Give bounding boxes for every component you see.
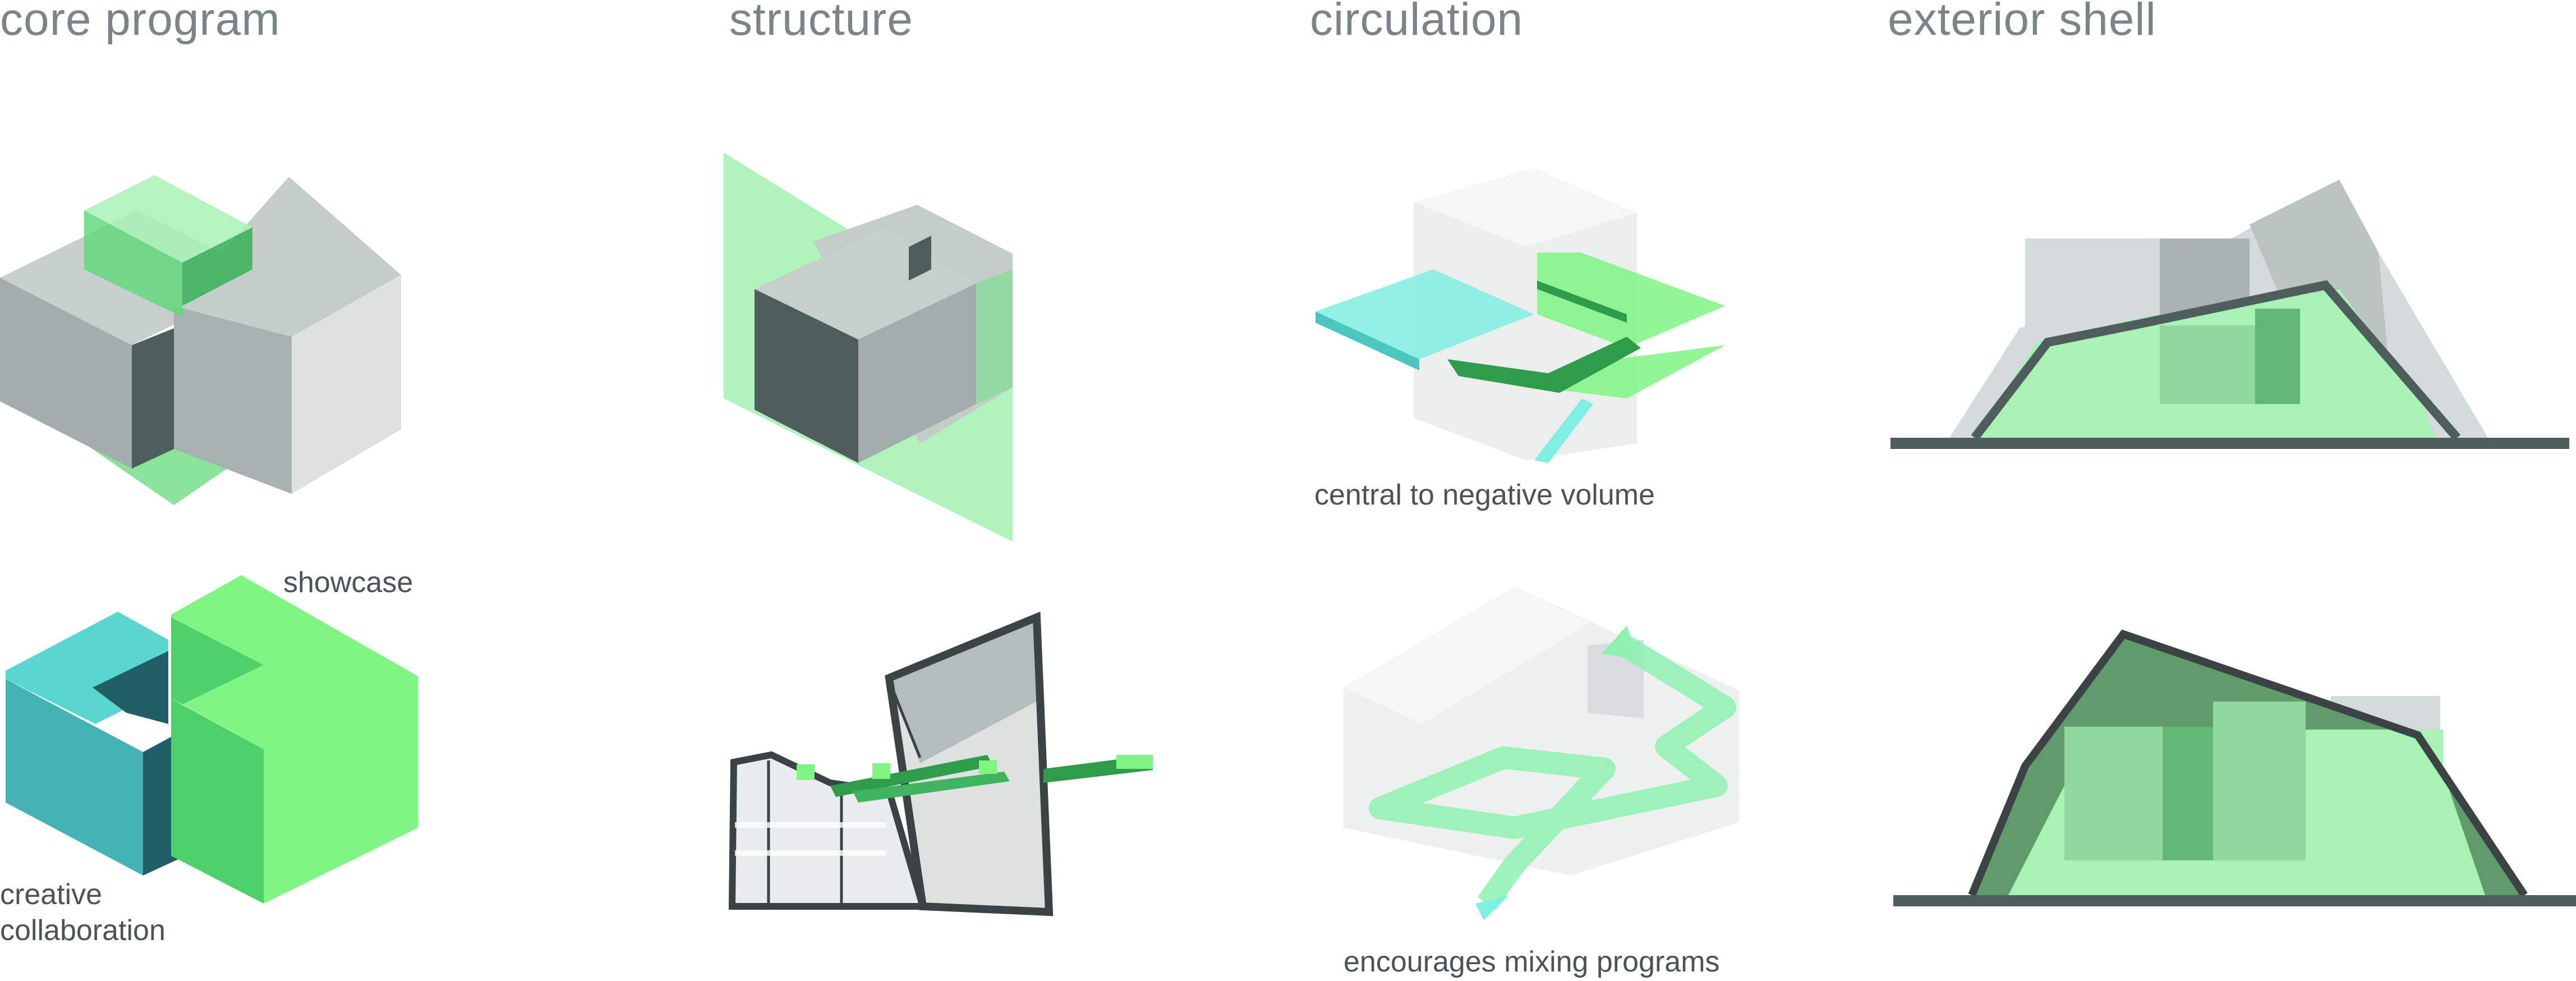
teal-block-side [143,732,180,875]
structure-massing [724,153,1013,542]
ground-line-top [1890,438,2569,449]
ground-line-bottom [1893,895,2576,906]
shell-outline [1968,629,2528,897]
cantilever-beam-1 [830,755,993,797]
front-block-dark-face [755,289,858,463]
tall-frame-roof-face [889,617,1037,763]
teal-circulation-slab [1315,269,1534,359]
path-arrow-up [1602,626,1638,659]
label-collaboration: collaboration [0,914,165,947]
exterior-shell-section [1890,180,2569,449]
beam-end-3 [872,763,890,779]
interior-block-d [2306,730,2443,860]
mixing-path [1369,630,1736,910]
core-program-zones [6,575,418,904]
heading-exterior-shell: exterior shell [1888,0,2156,45]
heading-core-program: core program [0,0,280,45]
beam-end-4 [979,760,997,774]
exterior-shell-mass [1893,629,2576,906]
green-block-top [171,575,418,749]
front-block-side-face [858,283,976,463]
interior-block-c [2213,702,2306,860]
circulation-mixing [1344,586,1739,920]
green-block-inner [171,617,264,704]
path-arrow-down [1475,895,1509,920]
green-ramp-path [1447,337,1641,393]
green-volume-left [84,210,182,317]
interior-volume-2 [2255,309,2300,404]
teal-block-notch [93,651,168,724]
green-stair-upper [1537,253,1725,348]
plane-overlap [976,269,1013,404]
circulation-central [1315,168,1725,463]
right-block-top [174,177,401,337]
left-block-left-face [0,278,132,469]
right-block-right-face [292,275,401,494]
teal-slab-edge [1315,311,1419,370]
block-opening [909,236,931,281]
green-stair-lower [1537,345,1725,398]
teal-block-left-face [6,679,143,875]
interior-block-a [2064,727,2163,860]
ghost-volume-top [1414,168,1637,247]
teal-drop-path [1534,398,1593,463]
label-encourages-mixing: encourages mixing programs [1344,946,1720,978]
green-volume-right [182,227,252,306]
left-block-shadow-face [132,328,174,469]
label-showcase: showcase [283,566,413,599]
label-central-negative-volume: central to negative volume [1314,479,1655,511]
label-creative: creative [0,878,103,911]
tall-frame-outline [885,611,1054,916]
brace-line [890,687,922,758]
interior-volume-1 [2160,326,2255,404]
beam-end-1 [1116,755,1153,769]
green-volume-top [84,175,252,263]
green-stair-line [1537,281,1627,323]
cantilever-beam-2 [853,772,1010,803]
ghost-volume-2-top [1344,586,1590,724]
shell-section-line [1971,280,2461,441]
heading-structure: structure [729,0,913,45]
beam-end-2 [797,764,815,780]
core-program-massing [0,175,401,505]
right-block-left-face [174,306,292,494]
green-block-right-face [264,676,418,904]
heading-circulation: circulation [1310,0,1524,45]
structure-frame [728,611,1153,916]
interior-block-b [2163,727,2213,860]
green-block-left-face [171,699,264,904]
